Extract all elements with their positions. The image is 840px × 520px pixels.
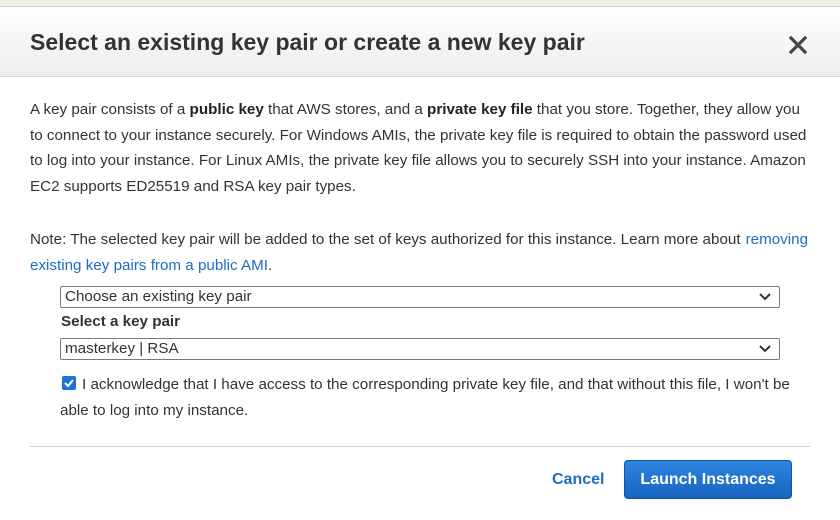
- background-page-strip: [0, 0, 840, 8]
- close-icon: [789, 36, 807, 54]
- cancel-button[interactable]: Cancel: [548, 467, 608, 493]
- checkmark-icon: [64, 379, 74, 388]
- key-pair-action-value: Choose an existing key pair: [65, 288, 252, 305]
- key-pair-value: masterkey | RSA: [65, 340, 179, 357]
- note-text: Note: The selected key pair will be adde…: [30, 231, 809, 274]
- remove-key-pairs-link[interactable]: removing existing key pairs from a publi…: [30, 231, 809, 274]
- key-pair-action-select[interactable]: Choose an existing key pair: [60, 286, 780, 308]
- close-button[interactable]: [786, 33, 810, 57]
- key-pair-modal: Select an existing key pair or create a …: [0, 6, 840, 520]
- key-pair-select[interactable]: masterkey | RSA: [60, 338, 780, 360]
- acknowledge-text: I acknowledge that I have access to the …: [60, 376, 790, 419]
- key-pair-description: A key pair consists of a public key that…: [30, 101, 807, 196]
- acknowledge-checkbox[interactable]: [62, 376, 76, 390]
- modal-title: Select an existing key pair or create a …: [30, 29, 585, 55]
- footer-divider: [30, 446, 810, 447]
- chevron-down-icon: [759, 345, 771, 353]
- select-key-pair-label: Select a key pair: [61, 313, 181, 330]
- launch-instances-button[interactable]: Launch Instances: [624, 460, 792, 499]
- modal-header: Select an existing key pair or create a …: [0, 7, 840, 77]
- chevron-down-icon: [759, 293, 771, 301]
